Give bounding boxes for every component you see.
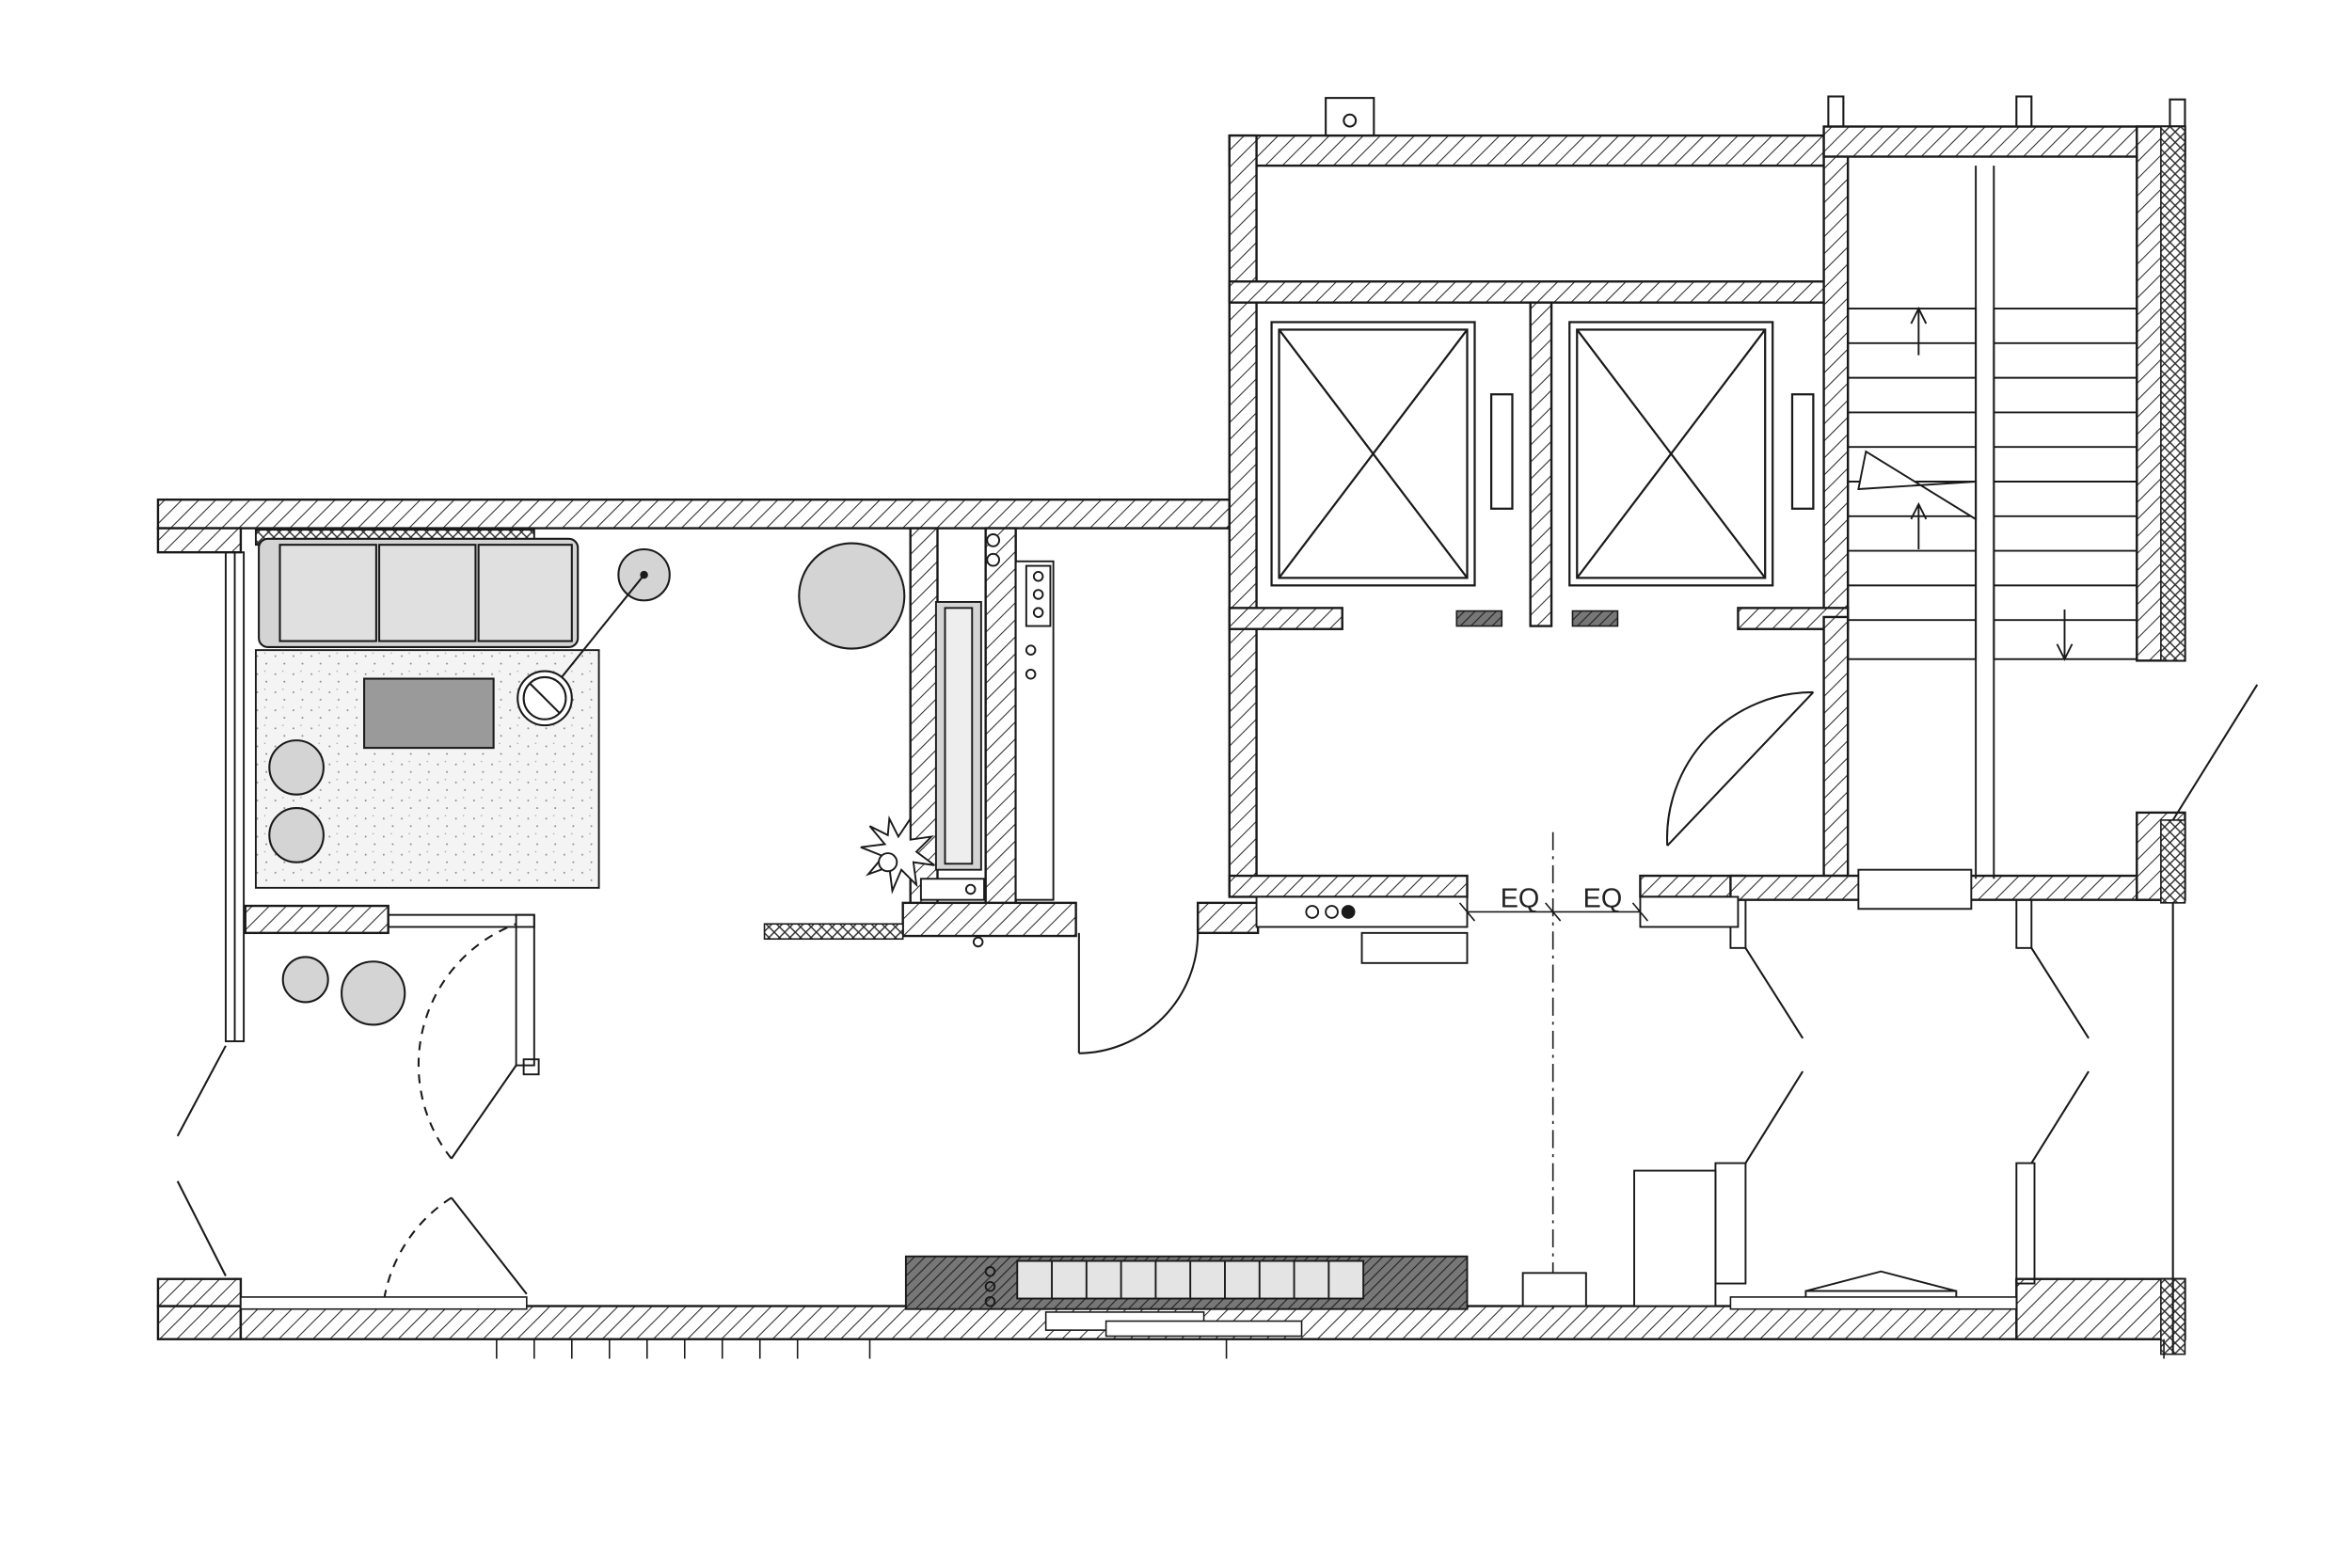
wall-stair-top bbox=[1822, 125, 2186, 158]
door-kitchen-swing bbox=[1078, 932, 1200, 1054]
door-lobby-leaf bbox=[1666, 691, 1815, 847]
stair-treads-right bbox=[1994, 341, 2137, 622]
plant bbox=[860, 815, 935, 895]
wall-top-living bbox=[156, 498, 1231, 530]
wall-lobby-left-stub bbox=[1196, 901, 1260, 935]
wall-left-upper bbox=[156, 527, 243, 554]
core-top-stubs bbox=[1325, 95, 2186, 137]
door-bedroom-leaf-lower bbox=[451, 1196, 528, 1295]
elevator-left bbox=[1270, 321, 1514, 587]
eq-label-left: EQ bbox=[1501, 884, 1540, 914]
kitchen-counter-left bbox=[934, 601, 982, 871]
wall-kitchen-right bbox=[984, 527, 1017, 906]
wardrobe bbox=[387, 913, 540, 1076]
elevator-left-counterweight bbox=[1489, 393, 1514, 510]
wall-bottom-left bbox=[156, 1305, 243, 1340]
doors bbox=[176, 684, 2259, 1354]
insulation-right-lower bbox=[2160, 819, 2186, 904]
bottom-counter bbox=[904, 1255, 1469, 1310]
stairs bbox=[1847, 166, 2138, 911]
wall-kitchen-bottom bbox=[901, 901, 1077, 938]
wall-elev-bottom-left bbox=[1228, 607, 1343, 630]
bottom-cabinet bbox=[1521, 1272, 1587, 1307]
door-bedroom-leaf-upper bbox=[450, 1065, 517, 1160]
foundation-ticks bbox=[496, 1338, 2165, 1359]
round-table bbox=[798, 542, 906, 650]
eq-dimension bbox=[1458, 832, 1649, 1309]
eq-label-right: EQ bbox=[1583, 884, 1623, 914]
coffee-table bbox=[363, 677, 495, 750]
wall-lobby-bottom bbox=[1228, 874, 1469, 898]
door-bedroom-swing-lower bbox=[382, 1196, 453, 1302]
insulation-right bbox=[2160, 125, 2186, 662]
wall-stair-inner-left bbox=[1822, 615, 1850, 878]
elevator-doors bbox=[1455, 610, 1619, 627]
floor-lamp bbox=[516, 547, 671, 727]
bedroom-stools bbox=[281, 956, 406, 1026]
wall-right-bottom bbox=[2015, 1277, 2186, 1340]
bottom-box bbox=[1633, 1169, 1717, 1307]
door-frames bbox=[1714, 898, 2036, 1285]
wall-core-right bbox=[1822, 134, 1850, 619]
door-bedroom-swing-upper bbox=[417, 923, 516, 1160]
railing bbox=[763, 923, 904, 941]
door-lobby-swing bbox=[1666, 690, 1814, 847]
kitchen-counter-right bbox=[919, 533, 1055, 948]
wall-core-mid bbox=[1228, 280, 1833, 304]
side-chairs bbox=[268, 739, 325, 863]
sofa bbox=[258, 537, 580, 648]
wall-elev-divider bbox=[1529, 301, 1553, 627]
armchair-2 bbox=[268, 807, 325, 863]
lobby-panels bbox=[1255, 895, 1740, 964]
wall-core-top bbox=[1228, 134, 1833, 167]
wall-lobby-right-bottom bbox=[1639, 874, 1744, 898]
bottom-window-strips bbox=[240, 1296, 2018, 1338]
wall-core-left bbox=[1228, 134, 1258, 897]
wall-partition-living bbox=[244, 904, 389, 935]
elevator-right-counterweight bbox=[1790, 393, 1815, 510]
armchair-1 bbox=[268, 739, 325, 796]
elevator-right bbox=[1568, 321, 1815, 587]
wall-left-lower bbox=[156, 1277, 243, 1307]
